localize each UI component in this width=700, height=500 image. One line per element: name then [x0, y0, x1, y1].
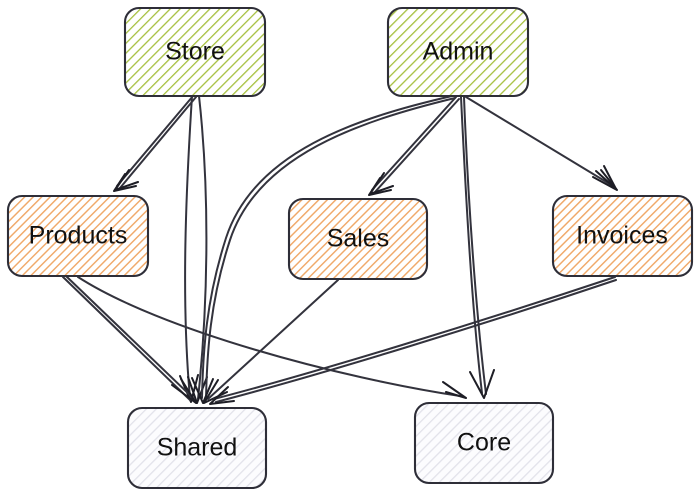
- node-layer: Store Admin Products Sales Invoices Shar: [6, 6, 694, 490]
- node-invoices[interactable]: Invoices: [551, 194, 694, 278]
- node-sales[interactable]: Sales: [287, 197, 429, 281]
- edge-admin-core: [460, 96, 495, 399]
- node-products[interactable]: Products: [6, 194, 150, 278]
- edge-store-products: [113, 95, 197, 192]
- node-store-box[interactable]: [123, 6, 267, 98]
- node-shared-box[interactable]: [126, 406, 268, 490]
- node-admin[interactable]: Admin: [386, 6, 530, 98]
- node-shared[interactable]: Shared: [126, 406, 268, 490]
- edge-products-core: [77, 276, 467, 399]
- edge-products-shared: [62, 275, 197, 404]
- edge-admin-invoices: [465, 96, 618, 191]
- node-sales-box[interactable]: [287, 197, 429, 281]
- edge-store-shared-a: [179, 95, 199, 403]
- node-store[interactable]: Store: [123, 6, 267, 98]
- edge-admin-sales: [368, 96, 460, 196]
- node-core[interactable]: Core: [413, 401, 555, 485]
- node-invoices-box[interactable]: [551, 194, 694, 278]
- node-core-box[interactable]: [413, 401, 555, 485]
- node-admin-box[interactable]: [386, 6, 530, 98]
- edge-invoices-shared: [209, 276, 617, 405]
- node-products-box[interactable]: [6, 194, 150, 278]
- edge-layer: [62, 95, 618, 405]
